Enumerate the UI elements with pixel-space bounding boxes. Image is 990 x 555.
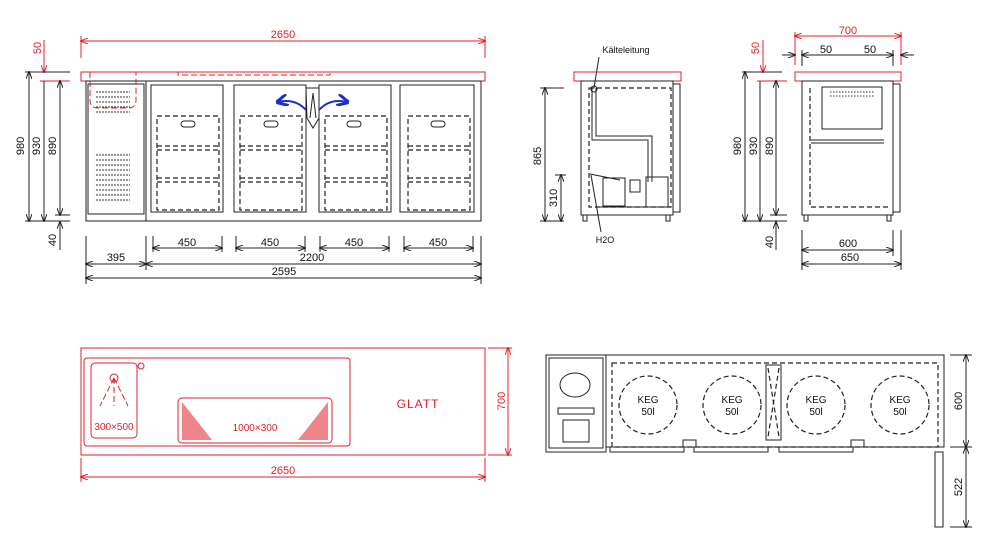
worktop: [80, 71, 486, 82]
dim-body-width: 2595: [272, 266, 296, 278]
side-view: 700 50 50 50 980 930 890 40 600 650: [732, 25, 914, 270]
dim-door-3: 450: [345, 237, 363, 249]
dim-height-980: 980: [732, 137, 744, 155]
door-swing-arrow-right: [318, 101, 347, 111]
worktop-outline: [80, 347, 486, 456]
svg-text:50l: 50l: [725, 407, 738, 418]
dim-depth-700: 700: [839, 25, 857, 37]
worktop: [794, 71, 902, 82]
tap-column: [765, 364, 782, 441]
svg-text:KEG: KEG: [637, 395, 658, 406]
door-3: [318, 84, 392, 213]
pipe-label: Kälteleitung: [602, 45, 649, 55]
dim-height-930: 930: [748, 137, 760, 155]
cabinet-body: [85, 80, 482, 222]
sink: [90, 362, 138, 439]
dim-door-swing: 522: [953, 478, 965, 496]
dim-height-930: 930: [31, 137, 43, 155]
open-door: [934, 451, 944, 528]
dim-width: 2650: [271, 465, 295, 477]
drip-tray-label: 1000×300: [233, 423, 278, 434]
dim-depth: 700: [496, 392, 508, 410]
svg-text:50l: 50l: [893, 407, 906, 418]
condenser: [645, 176, 669, 208]
door-swing-arrow-left: [278, 101, 307, 111]
door-1: [150, 84, 224, 213]
dim-total-width: 2650: [271, 29, 295, 41]
dim-overhang-left: 50: [820, 44, 832, 56]
svg-text:KEG: KEG: [721, 395, 742, 406]
vent-grille: [96, 91, 130, 201]
dim-door-4: 450: [429, 237, 447, 249]
dim-865: 865: [532, 147, 544, 165]
worktop: [573, 71, 682, 82]
dim-depth-600: 600: [953, 392, 965, 410]
svg-text:KEG: KEG: [805, 395, 826, 406]
svg-text:50l: 50l: [641, 407, 654, 418]
dim-cabinet-width: 2200: [300, 252, 324, 264]
door-4: [399, 84, 475, 213]
dim-height-890: 890: [764, 137, 776, 155]
svg-text:50l: 50l: [809, 407, 822, 418]
dim-top-thickness: 50: [750, 42, 762, 54]
surface-label: GLATT: [397, 397, 440, 411]
evaporator: [821, 86, 883, 130]
compressor-compartment: [545, 354, 607, 453]
front-view: 2650 50 980 930 890 40: [15, 29, 485, 284]
dim-depth-650: 650: [841, 252, 859, 264]
dim-overhang-right: 50: [864, 44, 876, 56]
doors: [150, 84, 475, 213]
dim-foot-height: 40: [47, 234, 59, 246]
dim-height-890: 890: [47, 137, 59, 155]
dim-height-980: 980: [15, 137, 27, 155]
dim-depth-600: 600: [839, 238, 857, 250]
drip-tray: [177, 397, 333, 444]
side-section-view: Kälteleitung H2O 865 310: [532, 45, 682, 245]
svg-text:KEG: KEG: [889, 395, 910, 406]
dim-foot-height: 40: [764, 236, 776, 248]
dim-310: 310: [548, 189, 560, 207]
dim-door-2: 450: [261, 237, 279, 249]
door-2: [233, 84, 307, 213]
dim-top-thickness: 50: [32, 42, 44, 54]
dim-compressor-width: 395: [107, 252, 125, 264]
compressor-panel: [87, 83, 145, 215]
drain-label: H2O: [596, 235, 615, 245]
dim-door-1: 450: [178, 237, 196, 249]
top-view: 300×500 1000×300 GLATT 700 2650: [81, 348, 512, 482]
sink-label: 300×500: [94, 422, 134, 433]
compressor: [602, 177, 626, 207]
